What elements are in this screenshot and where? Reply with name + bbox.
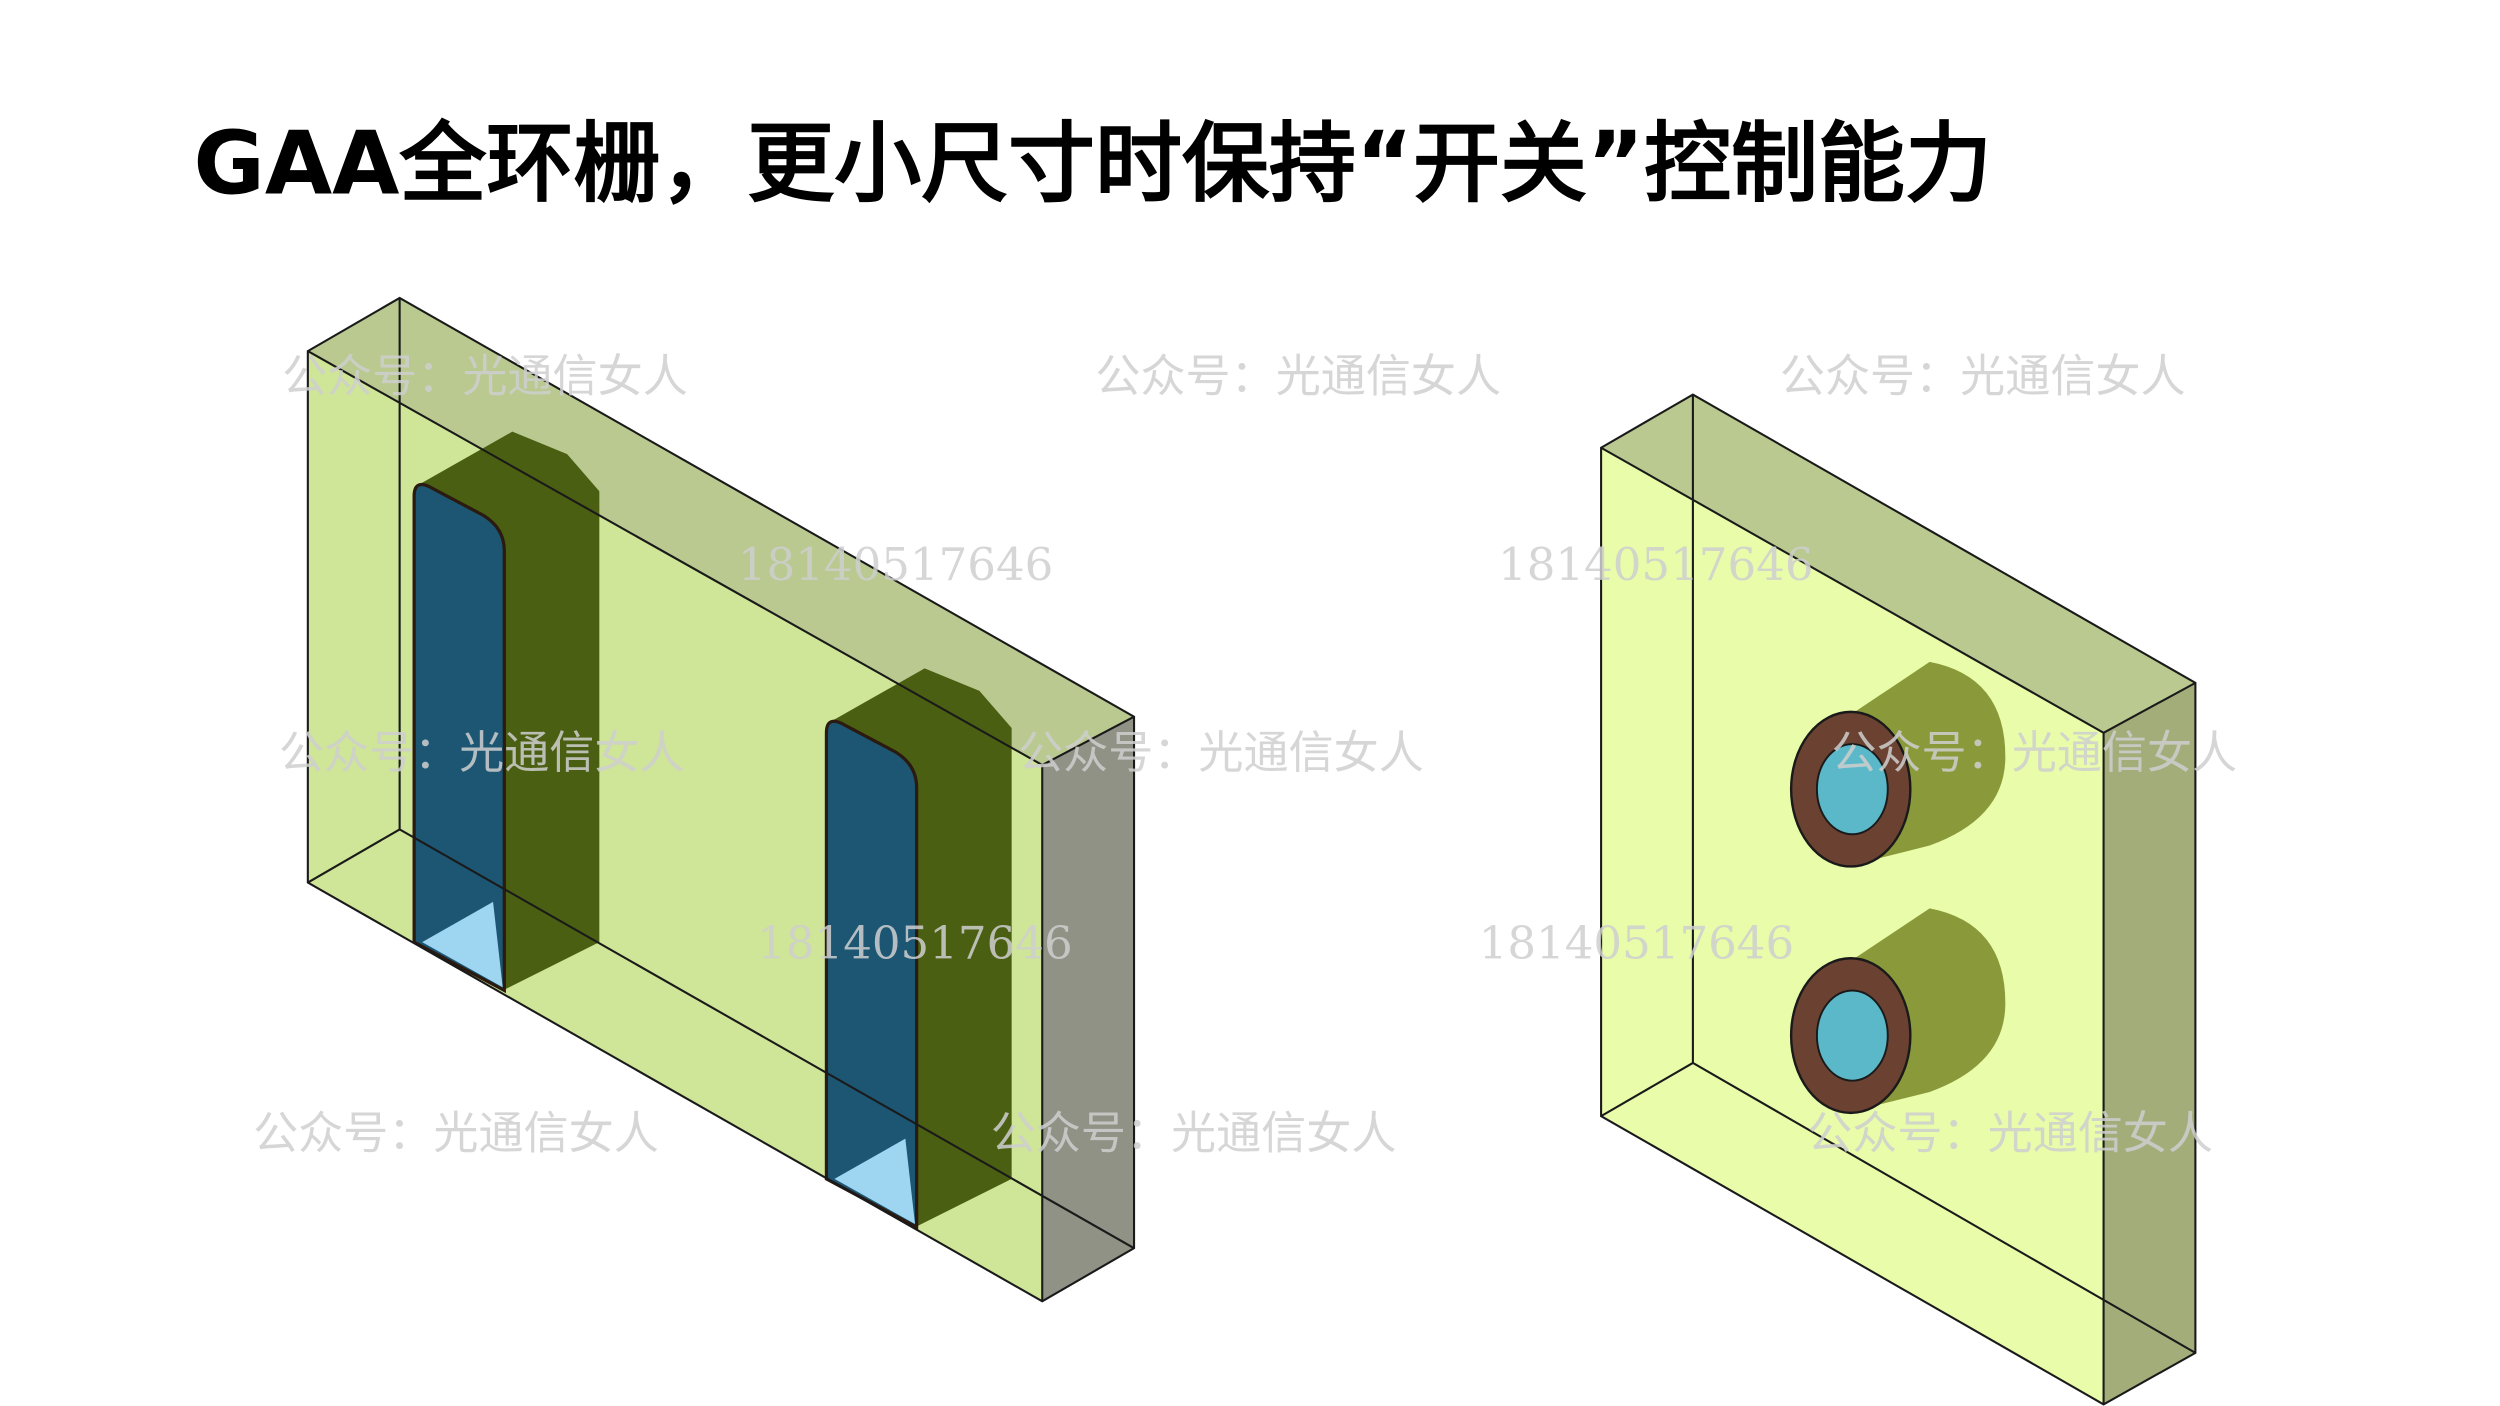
watermarks: 公众号：光通信女人 公众号：光通信女人 公众号：光通信女人 公众号：光通信女人 …	[253, 349, 2237, 1159]
nanowire-1	[1789, 661, 2006, 868]
watermark-account: 公众号：光通信女人	[279, 726, 685, 779]
watermark-account: 公众号：光通信女人	[253, 1106, 659, 1159]
left-slab-top-face	[307, 297, 1135, 766]
watermark-account: 公众号：光通信女人	[1831, 726, 2237, 779]
right-slab-top-face	[1601, 394, 2196, 733]
fin-2-channel	[824, 719, 919, 1230]
watermark-phone: 18140517646	[757, 916, 1072, 969]
watermark-account: 公众号：光通信女人	[1095, 349, 1501, 402]
watermark-phone: 18140517646	[738, 538, 1053, 591]
right-slab-edges	[1600, 393, 2197, 1406]
right-structure-gaa	[1600, 393, 2197, 1406]
fin-2	[824, 668, 1012, 1230]
fin-1-gate	[415, 431, 600, 991]
page-title: GAA全环栅，更小尺寸时保持“开关”控制能力	[193, 112, 1991, 214]
nanowire-1-core	[1815, 743, 1889, 836]
left-slab-edges	[306, 296, 1136, 1303]
fin-2-gate	[828, 668, 1012, 1228]
watermark-account: 公众号：光通信女人	[991, 1106, 1397, 1159]
watermark-account: 公众号：光通信女人	[1018, 726, 1424, 779]
watermark-phone: 18140517646	[1498, 538, 1813, 591]
left-structure-finfet	[306, 296, 1136, 1303]
right-slab-side-face	[2103, 682, 2196, 1405]
watermark-phone: 18140517646	[1479, 916, 1794, 969]
fin-1-channel-bottom	[422, 901, 503, 988]
watermark-account: 公众号：光通信女人	[1780, 349, 2186, 402]
fin-1-channel	[412, 482, 506, 994]
nanowire-2	[1789, 908, 2006, 1115]
fin-1	[412, 431, 600, 994]
watermark-account: 公众号：光通信女人	[1807, 1106, 2213, 1159]
fin-2-channel-bottom	[834, 1138, 916, 1225]
left-slab-side-face	[1042, 716, 1135, 1302]
watermark-account: 公众号：光通信女人	[282, 349, 688, 402]
nanowire-2-core	[1815, 989, 1889, 1082]
